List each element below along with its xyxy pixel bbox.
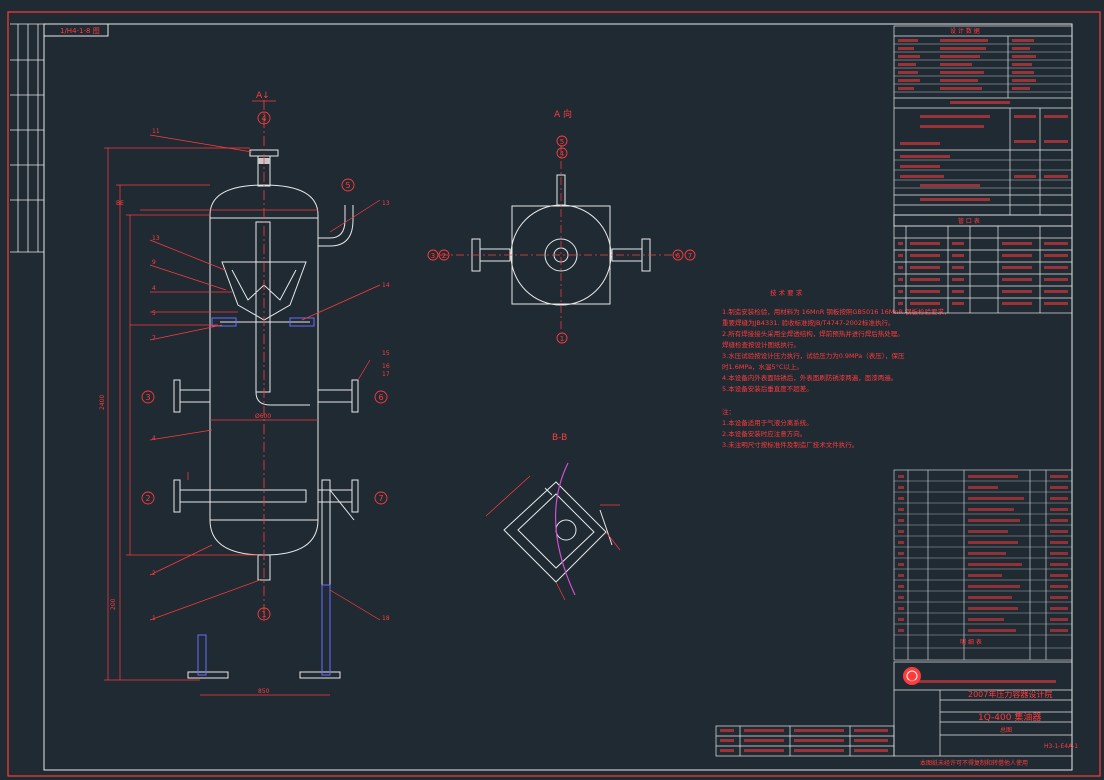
corner-tag: 1/H4-1-8 图	[60, 27, 100, 35]
drawing-sub: 总图	[1000, 726, 1012, 734]
svg-text:6: 6	[676, 252, 681, 260]
corner-tag-box	[43, 23, 109, 37]
svg-text:5: 5	[345, 181, 350, 190]
drawing-name: 1Q-400 集油器	[978, 711, 1041, 723]
svg-text:11: 11	[152, 128, 160, 135]
svg-text:1: 1	[152, 615, 156, 622]
view-top-label: A 向	[554, 108, 572, 120]
svg-text:2.所有焊接接头采用全焊透结构，焊前预热并进行焊后热处理。: 2.所有焊接接头采用全焊透结构，焊前预热并进行焊后热处理。	[722, 329, 904, 338]
svg-text:重要焊缝为JB4331. 验收标准按JB/T4747-200: 重要焊缝为JB4331. 验收标准按JB/T4747-2002标准执行。	[722, 318, 895, 327]
title-fill	[720, 680, 1056, 752]
section-label: B-B	[552, 433, 567, 443]
svg-text:1.制造安装检验，用材料为 16MnR 钢板按照GB5016: 1.制造安装检验，用材料为 16MnR 钢板按照GB5016 16MnR 钢板检…	[722, 307, 951, 316]
svg-text:3.未注明尺寸按标准件及制造厂技术文件执行。: 3.未注明尺寸按标准件及制造厂技术文件执行。	[722, 440, 858, 449]
nozzle-table-title: 管 口 表	[958, 217, 980, 225]
parts-rows	[894, 480, 1072, 649]
section-dims	[485, 475, 621, 601]
svg-text:4.本设备内外表面除锈后，外表面刷防锈漆两遍，面漆两遍。: 4.本设备内外表面除锈后，外表面刷防锈漆两遍，面漆两遍。	[722, 373, 897, 382]
svg-text:焊缝检查按设计图纸执行。: 焊缝检查按设计图纸执行。	[722, 340, 800, 349]
outer-border	[7, 11, 1101, 777]
svg-text:200: 200	[110, 598, 117, 610]
svg-text:2: 2	[152, 570, 156, 577]
svg-text:7: 7	[152, 335, 156, 342]
svg-text:1.本设备适用于气液分离系统。: 1.本设备适用于气液分离系统。	[722, 418, 813, 427]
svg-text:3.水压试验按设计压力执行，试验压力为0.9MPa（表压），: 3.水压试验按设计压力执行，试验压力为0.9MPa（表压），保压	[722, 351, 905, 360]
tech-notes: 技 术 要 求 1.制造安装检验，用材料为 16MnR 钢板按照GB5016 1…	[722, 288, 951, 449]
parts-fill	[898, 475, 1068, 632]
svg-text:Ø600: Ø600	[255, 413, 271, 420]
dimension-lines	[104, 147, 330, 696]
svg-text:2: 2	[442, 252, 446, 260]
svg-text:2.本设备安装时应注意方向。: 2.本设备安装时应注意方向。	[722, 429, 806, 438]
leader-lines	[149, 134, 381, 621]
callout-circles	[141, 111, 388, 621]
bottom-notice: 本图纸未经许可不得复制和转借他人使用	[920, 759, 1028, 767]
svg-text:5: 5	[560, 138, 564, 146]
section-bb	[503, 481, 613, 583]
svg-text:时1.6MPa，水温5°C以上。: 时1.6MPa，水温5°C以上。	[722, 362, 803, 371]
svg-text:2: 2	[145, 494, 150, 503]
svg-text:7: 7	[688, 252, 692, 260]
view-a-label: A↓	[256, 91, 270, 101]
svg-text:6: 6	[378, 393, 383, 402]
design-data-rows	[894, 43, 1072, 189]
binding-strip	[10, 23, 44, 253]
svg-text:1: 1	[560, 335, 564, 343]
svg-text:5.本设备安装后垂直度不超差。: 5.本设备安装后垂直度不超差。	[722, 384, 813, 393]
svg-text:1: 1	[261, 610, 266, 619]
svg-text:3: 3	[145, 393, 150, 402]
svg-text:2400: 2400	[99, 395, 106, 410]
section-arc	[555, 462, 576, 596]
design-data-title: 设 计 数 据	[950, 27, 980, 35]
inner-border	[43, 23, 1073, 771]
svg-text:4: 4	[152, 285, 156, 292]
svg-text:注：: 注：	[722, 407, 735, 416]
svg-text:16: 16	[382, 363, 390, 370]
svg-text:9: 9	[152, 259, 156, 266]
parts-table	[893, 469, 1073, 661]
svg-text:技 术 要 求: 技 术 要 求	[770, 288, 803, 297]
nozzle-fill	[898, 242, 1068, 305]
svg-text:BE: BE	[116, 200, 124, 207]
title-block	[715, 661, 1073, 757]
svg-text:18: 18	[382, 615, 390, 622]
svg-text:5: 5	[152, 310, 156, 317]
dimension-texts: 2400 200 Ø600 850 BE	[99, 200, 271, 695]
svg-text:13: 13	[382, 200, 390, 207]
nozzle-table	[893, 214, 1073, 314]
svg-text:850: 850	[258, 688, 270, 695]
svg-text:15: 15	[382, 350, 390, 357]
svg-text:3: 3	[431, 252, 435, 260]
svg-text:13: 13	[152, 235, 160, 242]
svg-text:4: 4	[261, 114, 266, 123]
top-view-centerlines	[440, 145, 680, 330]
drawing-number: H3-1-E4A-1	[1044, 743, 1078, 750]
svg-text:4: 4	[152, 435, 156, 442]
design-data-fill	[898, 39, 1068, 201]
svg-text:4: 4	[560, 150, 565, 158]
svg-text:7: 7	[378, 494, 383, 503]
company-name: 2007年压力容器设计院	[968, 689, 1052, 699]
callout-labels: 4 5 3 6 2 7 1	[145, 114, 383, 619]
design-data-table	[893, 25, 1073, 227]
svg-text:14: 14	[382, 282, 390, 289]
top-view-callouts	[427, 135, 696, 344]
svg-text:17: 17	[382, 371, 390, 378]
parts-table-title: 明 细 表	[960, 638, 982, 646]
vessel-elevation	[173, 149, 359, 679]
